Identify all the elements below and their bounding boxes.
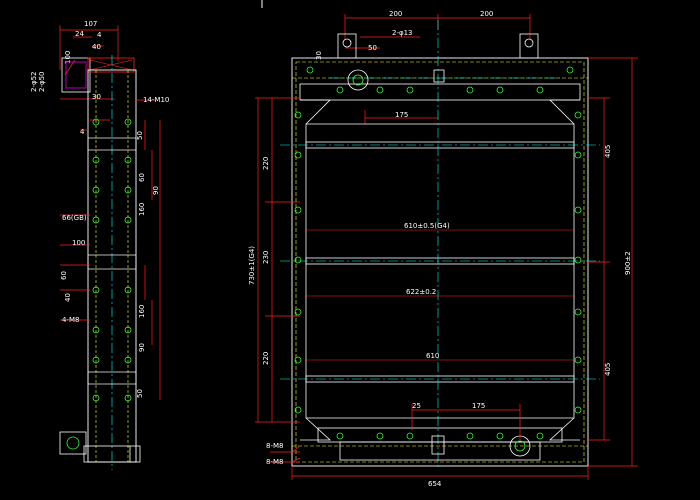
front-dim-610: 610 [426,352,439,360]
front-view: 200 200 2-φ13 50 30 175 [248,10,638,488]
front-bottom-tank [317,427,563,461]
side-dim-phi50: 2-φ50 [38,71,46,92]
side-dim-24: 24 [75,30,84,38]
front-dim-phi13: 2-φ13 [392,29,413,37]
front-dim-220-bottom: 220 [262,352,270,365]
side-dim-50b: 50 [136,389,144,398]
side-dim-66: 66(GB) [62,214,87,222]
front-dim-m8-a: 8-M8 [266,442,283,450]
side-dim-160b: 160 [138,305,146,318]
side-dim-40b: 40 [64,293,72,302]
front-dim-200-right: 200 [480,10,493,18]
front-dim-622: 622±0.2 [406,288,436,296]
front-dim-m8-b: 8-M8 [266,458,283,466]
front-dim-175-bottom: 175 [472,402,485,410]
front-dim-900: 900±2 [624,251,632,275]
side-view: 107 24 4 40 100 2-φ52 2-φ50 30 [30,20,169,470]
front-dim-730: 730±1(G4) [248,246,256,285]
front-core [300,99,580,441]
side-bolts [92,118,132,402]
front-dim-654: 654 [428,480,442,488]
side-dim-4: 4 [97,31,102,39]
front-centerlines [280,20,600,470]
front-dim-230: 230 [262,251,270,264]
side-dim-90a: 90 [152,186,160,195]
side-bottom-fitting [59,431,131,462]
side-dim-160a: 160 [138,203,146,216]
front-top-tank [299,69,581,101]
side-dim-30: 30 [92,93,101,101]
side-dim-60a: 60 [138,173,146,182]
side-dim-60b: 60 [60,271,68,280]
front-dim-25: 25 [412,402,421,410]
front-dim-220-top: 220 [262,157,270,170]
side-dim-40: 40 [92,43,101,51]
side-dim-phi52: 2-φ52 [30,71,38,92]
front-bolts [294,66,582,440]
side-dim-50a: 50 [136,131,144,140]
front-dim-175-top: 175 [395,111,408,119]
side-dim-100: 100 [64,51,72,64]
side-dim-100b: 100 [72,239,85,247]
front-dim-50: 50 [368,44,377,52]
front-outer-frame [291,57,589,467]
side-dim-90b: 90 [138,343,146,352]
front-dim-200-left: 200 [389,10,402,18]
side-inlet-pipe [61,57,135,93]
side-dim-4b: 4 [80,128,85,136]
side-dim-m10: 14-M10 [143,96,169,104]
front-dim-405-top: 405 [604,145,612,158]
front-dim-405-bottom: 405 [604,363,612,376]
front-dim-610-tol: 610±0.5(G4) [404,222,450,230]
side-dim-m8: 4-M8 [62,316,79,324]
side-radiator-column [83,55,141,470]
side-dim-107: 107 [84,20,97,28]
front-dim-30: 30 [315,51,323,60]
